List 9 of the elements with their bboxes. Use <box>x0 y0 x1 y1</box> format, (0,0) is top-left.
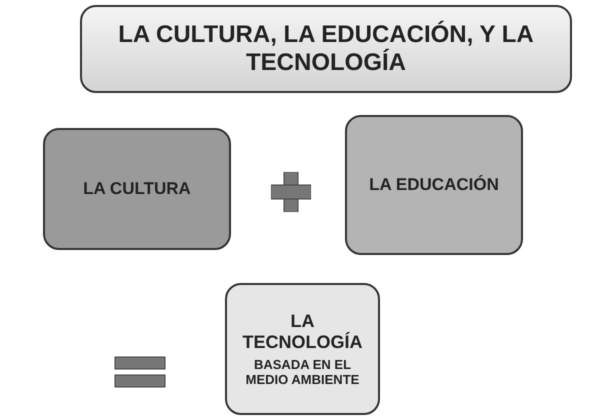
result-box <box>225 283 380 415</box>
title-box <box>80 5 572 93</box>
node-title: LA CULTURA <box>83 179 191 199</box>
node-title: LA EDUCACIÓN <box>369 175 499 195</box>
node-title: LA TECNOLOGÍA <box>242 311 364 353</box>
node-title: LA CULTURA, LA EDUCACIÓN, Y LA TECNOLOGÍA <box>117 21 535 77</box>
concept-box <box>43 128 231 250</box>
node-text: BASADA EN EL MEDIO AMBIENTE <box>244 357 360 387</box>
concept-box <box>345 115 523 255</box>
